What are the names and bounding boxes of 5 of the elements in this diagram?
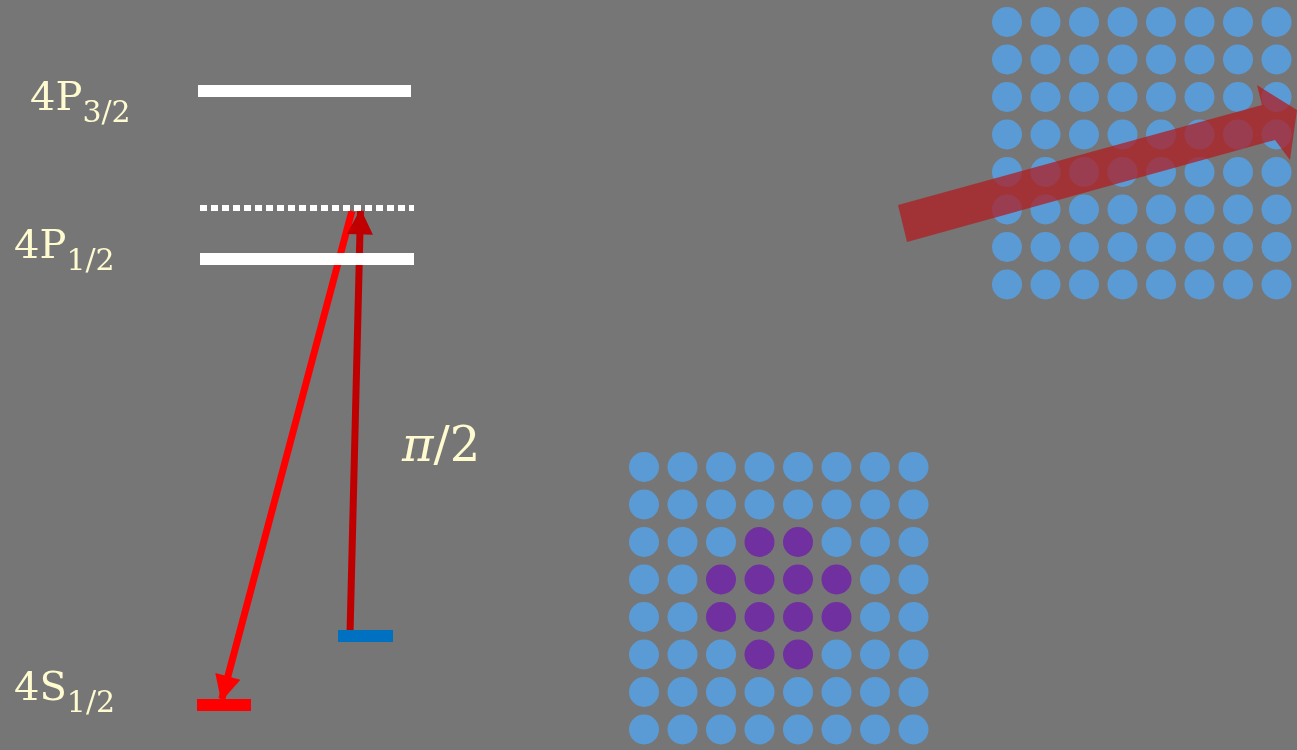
level-label: 4P$_{1/2}$ xyxy=(14,224,115,275)
transition-arrow xyxy=(215,210,356,702)
level-label: 4S$_{1/2}$ xyxy=(14,666,116,717)
transition-arrow xyxy=(346,208,373,631)
level-label: 4P$_{3/2}$ xyxy=(30,76,131,127)
